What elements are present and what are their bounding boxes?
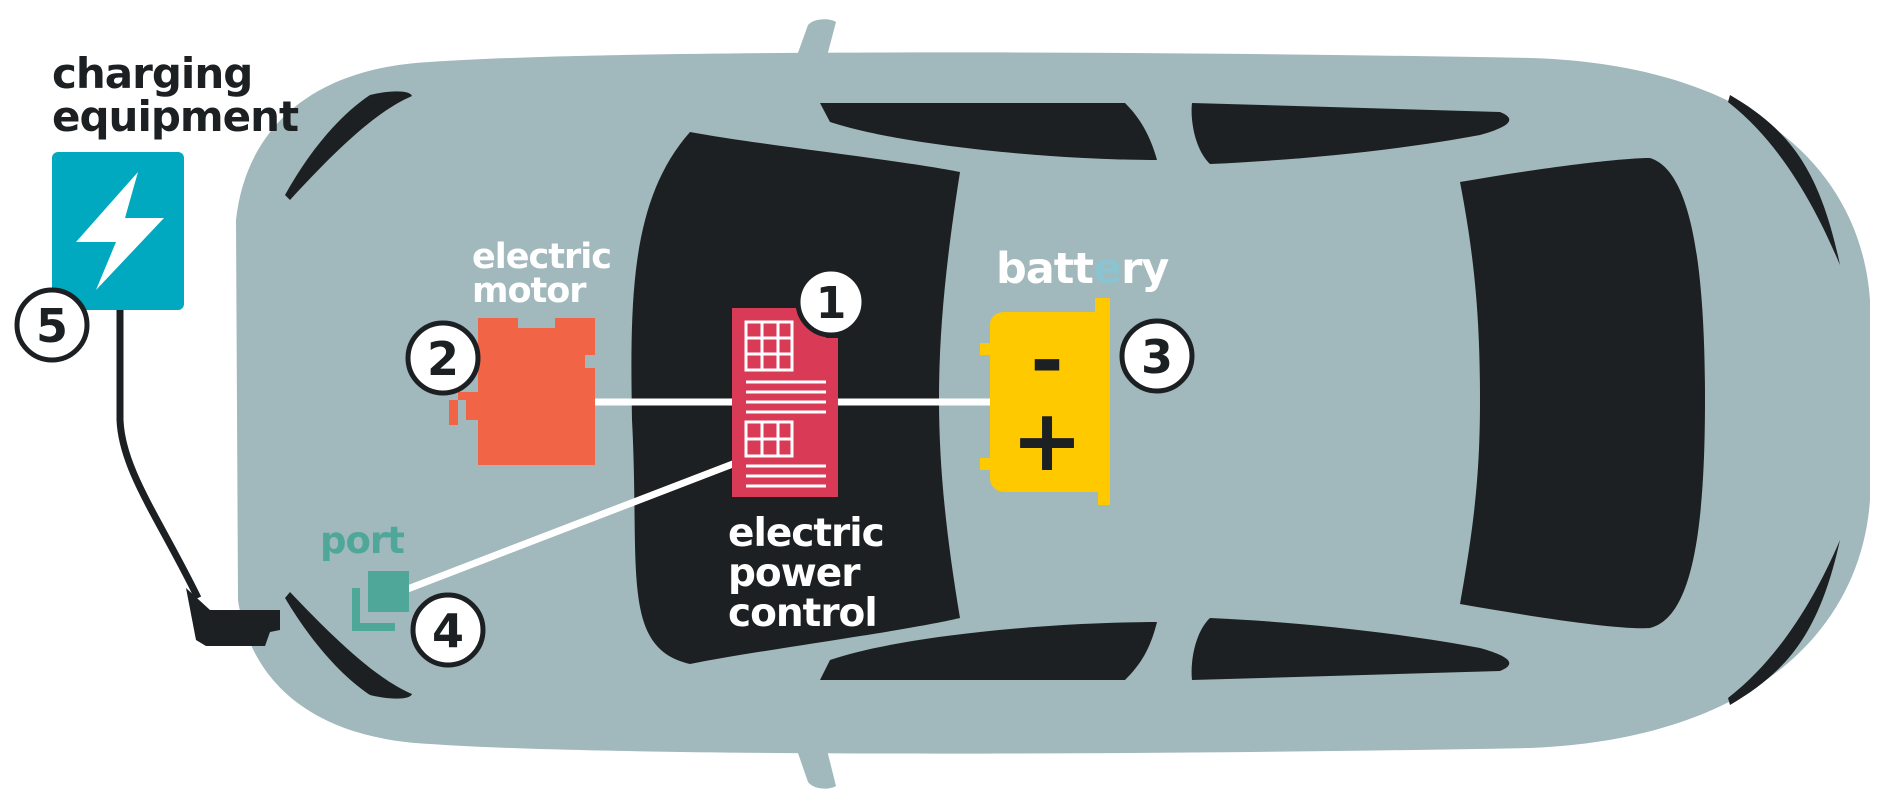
electric-motor-label-line-1: electric: [472, 237, 612, 277]
charging-equipment-label-line-2: equipment: [52, 92, 299, 141]
charging-cable: [116, 308, 202, 600]
battery-label-part-2: e: [1092, 244, 1122, 294]
marker-2: 2: [405, 320, 481, 396]
marker-5: 5: [14, 287, 90, 363]
battery-label-part-3: ry: [1121, 244, 1169, 294]
electric-motor-label: electric motor: [472, 237, 612, 311]
battery: [980, 298, 1110, 505]
lightning-bolt-icon: [76, 172, 164, 290]
side-window-front-bottom: [820, 622, 1157, 680]
marker-5-number: 5: [36, 299, 68, 353]
electric-power-control: [732, 308, 838, 497]
battery-positive-terminal: +: [1011, 391, 1083, 491]
battery-label-part-1: batt: [996, 244, 1094, 294]
charging-port-icon: [352, 571, 409, 631]
marker-2-number: 2: [427, 332, 459, 386]
charging-equipment-label-line-1: charging: [52, 49, 253, 98]
electric-power-control-label-line-3: control: [728, 591, 878, 636]
marker-4: 4: [410, 592, 486, 668]
mirror-top: [790, 19, 836, 75]
marker-4-number: 4: [432, 604, 464, 658]
electric-power-control-label-line-2: power: [728, 551, 860, 596]
electric-motor-label-line-2: motor: [472, 271, 587, 311]
side-window-rear-bottom: [1191, 618, 1510, 680]
electric-power-control-label-line-1: electric: [728, 511, 885, 556]
marker-1: 1: [795, 266, 867, 338]
headlight-bottom: [285, 592, 412, 699]
port-label: port: [320, 519, 405, 562]
side-window-front-top: [820, 103, 1157, 160]
electric-motor: [449, 318, 595, 465]
marker-3-number: 3: [1141, 330, 1173, 384]
rear-window: [1460, 158, 1705, 629]
battery-negative-terminal: -: [1030, 314, 1063, 407]
mirror-bottom: [790, 730, 836, 789]
charging-plug: [186, 588, 280, 646]
battery-label: battery: [996, 248, 1169, 291]
charging-equipment-label: charging equipment: [52, 49, 299, 141]
marker-3: 3: [1119, 318, 1195, 394]
side-window-rear-top: [1191, 103, 1510, 164]
electric-power-control-label: electric power control: [728, 511, 885, 636]
marker-1-number: 1: [816, 278, 847, 329]
headlight-top: [285, 91, 412, 200]
